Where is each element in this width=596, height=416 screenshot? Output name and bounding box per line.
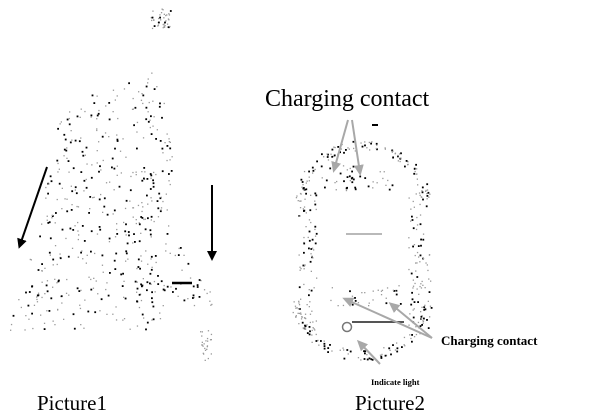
indicate-light-pointer-arrow-icon [356,339,381,365]
picture1-device-image [10,8,213,361]
indicate-light-label: Indicate light [371,377,420,387]
picture1-caption: Picture1 [37,391,107,415]
picture1-diagonal-arrow [17,166,48,249]
indicator-light-icon [341,321,353,333]
pointer-arrow-icon [351,119,364,176]
picture2-base-image [292,124,433,361]
charging-contact-right-label: Charging contact [441,333,538,348]
charging-contact-right-pointers [342,297,433,339]
picture1-speckle-pattern [10,8,213,361]
pointer-arrow-icon [342,297,433,339]
pointer-arrow-icon [331,119,349,173]
picture2-caption: Picture2 [355,391,425,415]
picture2-speckle-pattern [292,140,433,361]
charging-contact-top-label: Charging contact [265,86,430,112]
pointer-arrow-icon [388,302,433,339]
charging-contact-top-pointers [331,119,364,176]
